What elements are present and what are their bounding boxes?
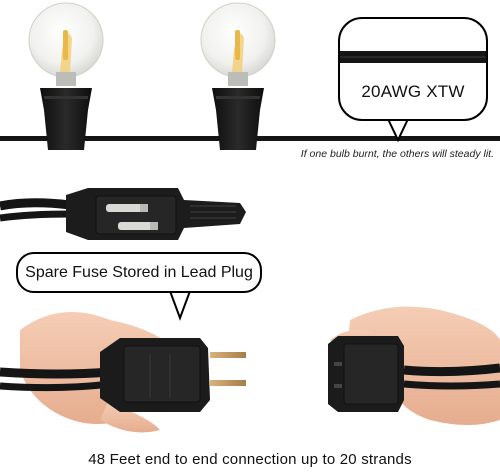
female-connector — [328, 336, 404, 412]
wire-gauge-callout: 20AWG XTW — [338, 17, 488, 121]
connection-caption: 48 Feet end to end connection up to 20 s… — [88, 451, 412, 468]
fuse-plug-cable — [0, 198, 71, 211]
spare-fuse-label: Spare Fuse Stored in Lead Plug — [25, 264, 253, 281]
male-plug — [100, 338, 246, 412]
spare-fuse-1 — [106, 204, 144, 212]
spare-fuse-callout: Spare Fuse Stored in Lead Plug — [16, 252, 262, 293]
plug-prong-bottom — [210, 380, 246, 386]
wire-gauge-label: 20AWG XTW — [361, 82, 465, 101]
spare-fuse-2 — [118, 222, 156, 230]
bulb-right — [200, 2, 276, 150]
plug-prong-top — [210, 352, 246, 358]
fuse-callout-pointer — [168, 290, 192, 321]
bulb-left — [28, 2, 104, 150]
male-plug-cable — [0, 367, 111, 379]
filament-left — [63, 30, 68, 60]
wire-closeup — [340, 51, 486, 63]
burnt-bulb-note: If one bulb burnt, the others will stead… — [300, 148, 494, 160]
female-connector-cable — [403, 363, 500, 377]
socket-left — [40, 88, 92, 150]
filament-right — [235, 30, 240, 60]
socket-right — [212, 88, 264, 150]
fuse-plug — [66, 188, 246, 240]
